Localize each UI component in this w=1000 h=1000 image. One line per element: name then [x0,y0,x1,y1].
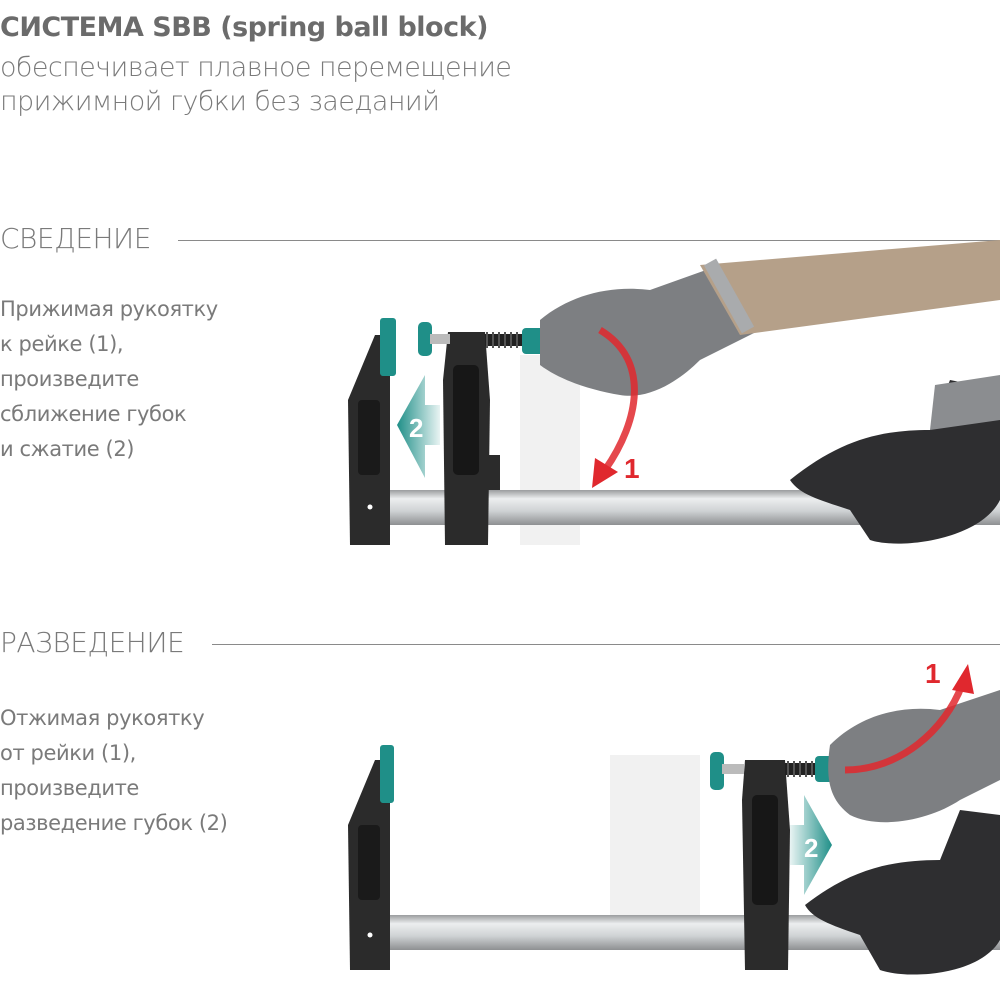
step-1-label: 1 [624,453,640,484]
instruction-line: Отжимая рукоятку [0,706,205,730]
fixed-jaw-pad [380,318,396,376]
opening-instructions: Отжимая рукоятку от рейки (1), произведи… [0,701,228,841]
teal-arrow-2 [790,795,832,895]
movable-jaw-pad [418,322,432,356]
glove-right-hand [540,265,760,396]
handle-collar [522,328,544,354]
section-heading-closing: СВЕДЕНИЕ [0,222,151,255]
red-arrow-1 [598,327,638,473]
instruction-line: Прижимая рукоятку [0,297,218,321]
section-divider [212,644,1000,645]
instruction-line: и сжатие (2) [0,437,135,461]
glove-right-hand [828,690,1000,823]
section-heading-opening: РАЗВЕДЕНИЕ [0,626,185,659]
subtitle-line-1: обеспечивает плавное перемещение [0,52,512,83]
red-arrow-1 [844,683,966,774]
ghost-jaw [610,755,700,915]
instruction-line: разведение губок (2) [0,811,228,835]
instruction-line: к рейке (1), [0,332,124,356]
instruction-line: произведите [0,776,139,800]
glove-left-hand [805,810,1000,975]
forearm-right [700,240,1000,335]
teal-arrow-2 [397,375,440,478]
fixed-jaw-pad [380,745,394,803]
instruction-line: от рейки (1), [0,741,136,765]
screw-spring-icon [785,761,820,777]
section-divider [178,240,1000,241]
step-2-label: 2 [804,833,818,863]
instruction-line: произведите [0,367,139,391]
step-1-label: 1 [925,658,941,689]
step-2-label: 2 [409,413,423,443]
instruction-line: сближение губок [0,402,187,426]
page-title: СИСТЕМА SBB (spring ball block) [0,12,488,43]
closing-scene: 2 1 [348,240,1000,545]
subtitle-line-2: прижимной губки без заеданий [0,86,440,117]
closing-instructions: Прижимая рукоятку к рейке (1), произведи… [0,292,218,467]
opening-scene: 2 1 [348,658,1000,975]
screw-spring-icon [485,332,525,348]
movable-jaw-pad [710,752,724,790]
